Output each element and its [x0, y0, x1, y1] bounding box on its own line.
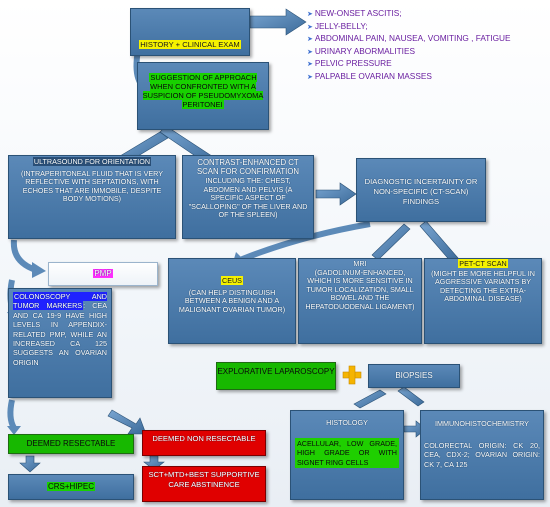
ct-text: including the: chest, abdomen and pelvis…	[188, 176, 308, 220]
symptom-item: Urinary abormalities	[307, 46, 547, 59]
ceus-box: CEUS (can help distinguish between a ben…	[168, 258, 296, 344]
arrow-uncertainty-to-ceus	[238, 221, 371, 263]
history-box: History + clinical exam	[130, 8, 250, 56]
resectable-box: Deemed resectable	[8, 434, 134, 454]
arrow-ct-to-uncertainty	[315, 182, 357, 206]
ultrasound-box: Ultrasound for orientation (intraperiton…	[8, 155, 176, 239]
crs-box: CRS+HIPEC	[8, 474, 134, 500]
arrow-biopsies-to-histology	[353, 389, 387, 409]
suggestion-box: Suggestion of approach when confronted w…	[137, 62, 269, 130]
arrow-history-to-symptoms	[249, 8, 307, 36]
biopsies-box: Biopsies	[368, 364, 460, 388]
ultrasound-text: (intraperitoneal fluid that is very refl…	[20, 168, 164, 204]
ultrasound-title: Ultrasound for orientation	[32, 157, 152, 166]
symptom-item: Abdominal pain, nausea, vomiting , fatig…	[307, 33, 547, 46]
sct-label: SCT+MTD+best supportive care abstinence	[148, 470, 260, 489]
ct-title: Contrast-enhanced CT scan for confirmati…	[196, 158, 300, 176]
symptom-item: Jelly-belly;	[307, 21, 547, 34]
arrow-colonoscopy-to-resectable	[7, 399, 17, 430]
laparoscopy-label: Explorative laparoscopy	[217, 367, 335, 376]
histology-text: Acellular, low grade, high grade or with…	[295, 437, 399, 469]
crs-label: CRS+HIPEC	[46, 482, 95, 491]
histology-title: Histology	[326, 418, 368, 427]
histology-box: Histology Acellular, low grade, high gra…	[290, 410, 404, 500]
nonresectable-box: Deemed non resectable	[142, 430, 266, 456]
laparoscopy-box: Explorative laparoscopy	[216, 362, 336, 390]
petct-box: PET-CT scan (might be more helpful in ag…	[424, 258, 542, 344]
ihc-box: Immunohistochemistry Colorectal origin: …	[420, 410, 544, 500]
ihc-title: Immunohistochemistry	[435, 419, 529, 428]
sct-box: SCT+MTD+best supportive care abstinence	[142, 466, 266, 502]
colonoscopy-box: Colonoscopy and tumor markers: CEA and C…	[8, 288, 112, 398]
pmp-label: PMP	[93, 269, 113, 278]
history-label: History + clinical exam	[139, 40, 241, 49]
ceus-text: (can help distinguish between a benign a…	[178, 287, 286, 314]
arrow-uncertainty-to-mri	[371, 223, 411, 261]
mri-box: MRI (gadolinum-enhanced, which is more s…	[298, 258, 422, 344]
mri-text: (gadolinum-enhanced, which is more sensi…	[305, 267, 415, 311]
symptom-item: Pelvic pressure	[307, 58, 547, 71]
uncertainty-label: Diagnostic incertainty or non-specific (…	[364, 177, 478, 206]
uncertainty-box: Diagnostic incertainty or non-specific (…	[356, 158, 486, 222]
pmp-box: PMP	[48, 262, 158, 286]
colonoscopy-text: : CEA and CA 19-9 have high levels in ap…	[13, 301, 107, 367]
ceus-title: CEUS	[221, 276, 243, 285]
ct-box: Contrast-enhanced CT scan for confirmati…	[182, 155, 314, 239]
arrow-uncertainty-to-pet	[419, 220, 459, 264]
symptoms-list: New-onset ascitis; Jelly-belly; Abdomina…	[307, 8, 547, 83]
symptom-item: Palpable ovarian masses	[307, 71, 547, 84]
arrow-resectable-to-crs	[19, 455, 41, 473]
biopsies-label: Biopsies	[395, 371, 433, 380]
mri-title: MRI	[353, 259, 367, 268]
petct-text: (might be more helpful in aggressive var…	[431, 268, 535, 304]
petct-title: PET-CT scan	[458, 259, 508, 268]
suggestion-label: Suggestion of approach when confronted w…	[142, 73, 264, 109]
plus-icon	[342, 365, 362, 385]
symptom-item: New-onset ascitis;	[307, 8, 547, 21]
arrow-biopsies-to-ihc	[397, 386, 425, 407]
ihc-text: Colorectal origin: CK 20, CEA, CDX-2; ov…	[424, 440, 540, 469]
arrow-colonoscopy-to-nonresectable	[107, 409, 147, 435]
nonresectable-label: Deemed non resectable	[152, 434, 256, 443]
resectable-label: Deemed resectable	[26, 439, 116, 448]
